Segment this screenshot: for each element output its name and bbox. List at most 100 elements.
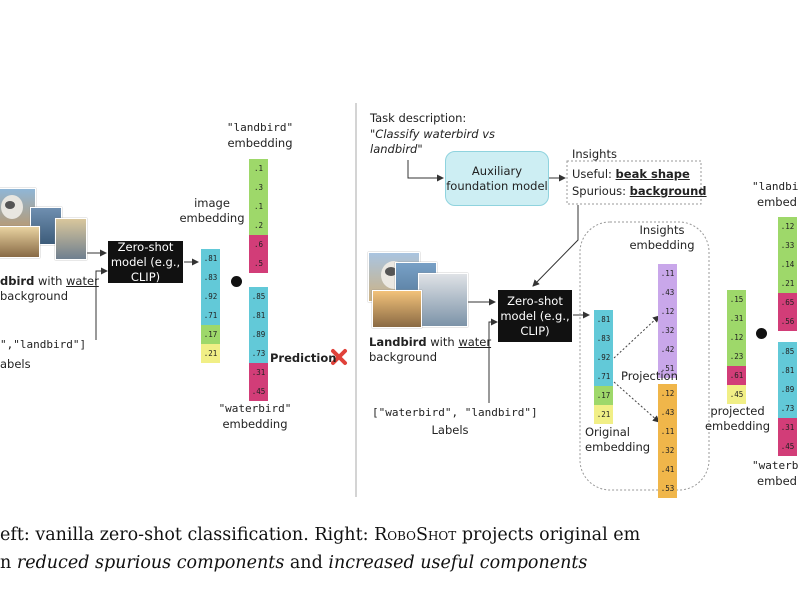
left-labels-list: ","landbird"] [0,338,87,351]
vector-cell: .56 [778,312,797,331]
vector-cell: .17 [594,386,613,405]
right-dot-product [756,328,767,339]
projection-region [579,221,710,491]
original-vector: .81.83.92.71.17.21 [594,310,613,424]
vector-cell: .31 [778,418,797,437]
right-labels-list: ["waterbird", "landbird"] [372,406,538,419]
right-labels-word: Labels [431,423,469,437]
vector-cell: .92 [594,348,613,367]
vector-cell: .21 [201,344,220,363]
vector-cell: .85 [249,287,268,306]
sky-photo-right [418,273,468,327]
vector-cell: .15 [727,290,746,309]
left-labels-arrow [95,267,108,340]
right-waterbird-sub: embed [757,474,797,488]
vector-cell: .73 [778,399,797,418]
vector-cell: .45 [727,385,746,404]
vector-cell: .6 [249,235,268,254]
auxiliary-model: Auxiliary foundation model [445,151,549,206]
insights-vector-orange: .12.43.11.32.41.53 [658,384,677,498]
vector-cell: .33 [778,236,797,255]
vector-cell: .32 [658,441,677,460]
vector-cell: .43 [658,403,677,422]
insights-down-arrow [532,205,579,287]
vector-cell: .71 [594,367,613,386]
vector-cell: .2 [249,216,268,235]
vector-cell: .31 [727,309,746,328]
projection-arrow-down [613,381,660,423]
vector-cell: .21 [594,405,613,424]
vector-cell: .21 [778,274,797,293]
left-prediction: Prediction [270,351,337,365]
vector-cell: .42 [658,340,677,359]
sunset-photo-right [372,290,422,328]
vector-cell: .81 [249,306,268,325]
vector-cell: .45 [778,437,797,456]
task-title: Task description: [370,111,467,125]
vector-cell: .12 [778,217,797,236]
task-arrow [407,160,444,182]
vector-cell: .14 [778,255,797,274]
vector-cell: .1 [249,197,268,216]
insights-useful: Useful: beak shape [572,167,690,181]
left-waterbird-label: "waterbird" [218,402,292,415]
vector-cell: .85 [778,342,797,361]
vector-cell: .12 [658,302,677,321]
vector-cell: .31 [249,363,268,382]
vector-cell: .45 [249,382,268,401]
vector-cell: .61 [727,366,746,385]
vector-cell: .53 [658,479,677,498]
left-dot-product [231,276,242,287]
left-landbird-label: "landbird" [226,121,294,134]
vector-cell: .83 [594,329,613,348]
vector-cell: .81 [778,361,797,380]
right-image-caption: Landbird with water background [369,335,492,364]
figure-caption-line1: eft: vanilla zero-shot classification. R… [0,525,641,545]
insights-title: Insights [572,147,617,161]
left-waterbird-sub: embedding [222,417,288,431]
vector-cell: .17 [201,325,220,344]
right-landbird-sub: embed [757,195,797,209]
vector-cell: .5 [249,254,268,273]
insights-vector-purple: .11.43.12.32.42.51 [658,264,677,378]
projection-label: Projection [621,369,678,383]
vector-cell: .73 [249,344,268,363]
vector-cell: .12 [727,328,746,347]
vector-cell: .89 [778,380,797,399]
left-landbird-sub: embedding [227,136,293,150]
vector-cell: .65 [778,293,797,312]
right-zeroshot-model: Zero-shot model (e.g., CLIP) [498,290,572,342]
projected-vector: .15.31.12.23.61.45 [727,290,746,404]
beach-photo [55,218,87,260]
vector-cell: .23 [727,347,746,366]
left-image-caption: dbird with water background [0,274,99,303]
right-waterbird-label: "waterb [752,459,799,472]
vector-cell: .51 [658,359,677,378]
right-waterbird-vector: .85.81.89.73.31.45 [778,342,797,456]
right-landbird-label: "landbi [752,180,799,193]
vector-cell: .89 [249,325,268,344]
vector-cell: .11 [658,264,677,283]
vector-cell: .81 [201,249,220,268]
projection-arrow-up [613,315,660,359]
insights-box [566,160,702,205]
left-zeroshot-model: Zero-shot model (e.g., CLIP) [108,240,183,284]
right-labels-arrow [488,318,498,403]
wrong-prediction-icon [331,349,347,365]
vector-cell: .43 [658,283,677,302]
vector-cell: .32 [658,321,677,340]
vector-cell: .1 [249,159,268,178]
vector-cell: .92 [201,287,220,306]
vector-cell: .41 [658,460,677,479]
vector-cell: .11 [658,422,677,441]
insights-spurious: Spurious: background [572,184,707,198]
figure-caption-line2: n reduced spurious components and increa… [0,553,588,573]
vector-cell: .3 [249,178,268,197]
right-landbird-vector: .12.33.14.21.65.56 [778,217,797,331]
vector-cell: .71 [201,306,220,325]
